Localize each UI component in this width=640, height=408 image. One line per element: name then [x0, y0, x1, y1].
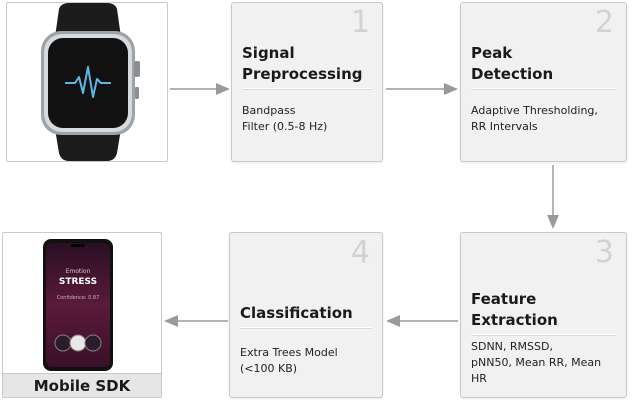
step-box-classification: 4 Classification Extra Trees Model (<100… — [229, 232, 383, 398]
step-box-peak-detection: 2 Peak Detection Adaptive Thresholding, … — [460, 2, 627, 162]
arrow-watch-to-step1 — [170, 83, 230, 95]
smartwatch-icon — [41, 3, 140, 161]
smartphone-icon — [43, 239, 113, 371]
step-description: SDNN, RMSSD, pNN50, Mean RR, Mean HR — [471, 340, 602, 385]
step-title: Signal Preprocessing — [242, 43, 372, 93]
step-title: Peak Detection — [471, 43, 616, 93]
step-description: Adaptive Thresholding, RR Intervals — [471, 104, 598, 133]
smartwatch-image-box — [6, 2, 168, 162]
step-description: Bandpass Filter (0.5-8 Hz) — [242, 104, 328, 133]
step-number: 1 — [350, 5, 370, 40]
emotion-label: Emotion — [65, 268, 91, 275]
step-description: Extra Trees Model (<100 KB) — [240, 346, 338, 375]
arrow-step2-to-step3 — [547, 165, 559, 229]
step-box-feature-extraction: 3 Feature Extraction SDNN, RMSSD, pNN50,… — [460, 232, 627, 398]
step-title: Feature Extraction — [471, 289, 616, 339]
step-number: 2 — [594, 5, 614, 40]
title-divider — [471, 88, 616, 89]
title-divider — [242, 88, 372, 89]
title-divider — [240, 327, 372, 328]
confidence-text: Confidence: 0.87 — [56, 295, 100, 301]
arrow-step3-to-step4 — [386, 315, 458, 327]
title-divider — [471, 334, 616, 335]
step-title: Classification — [240, 303, 372, 332]
emotion-value: STRESS — [58, 277, 98, 287]
step-box-signal-preprocessing: 1 Signal Preprocessing Bandpass Filter (… — [231, 2, 383, 162]
step-number: 4 — [350, 235, 370, 270]
step-number: 3 — [594, 235, 614, 270]
mobile-sdk-label: Mobile SDK — [3, 373, 161, 397]
mobile-sdk-image-box: Emotion STRESS Confidence: 0.87 Mobile S… — [2, 232, 162, 398]
arrow-step1-to-step2 — [386, 83, 458, 95]
arrow-step4-to-sdk — [164, 315, 228, 327]
